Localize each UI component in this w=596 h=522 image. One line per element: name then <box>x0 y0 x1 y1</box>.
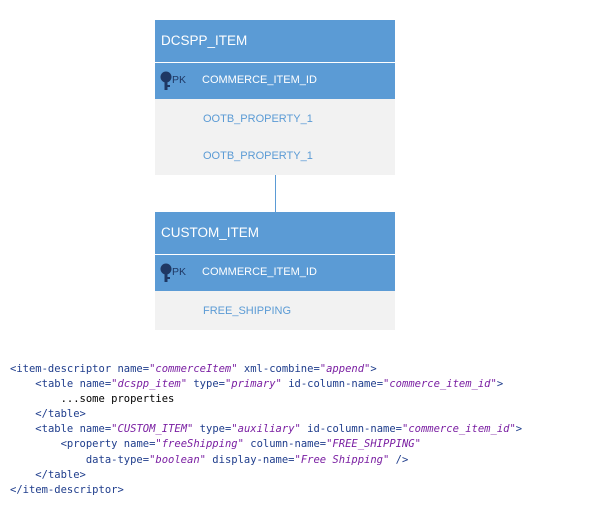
code-line: </table> <box>35 468 86 481</box>
entity-header: CUSTOM_ITEM <box>155 212 395 255</box>
relationship-connector <box>275 175 276 212</box>
entity-dcspp-item: DCSPP_ITEM PK COMMERCE_ITEM_ID OOTB_PROP… <box>155 20 395 175</box>
key-icon <box>160 263 172 282</box>
code-line: ...some properties <box>60 393 175 406</box>
code-line: <table name="dcspp_item" type="primary" … <box>35 378 504 391</box>
code-line: <property name="freeShipping" column-nam… <box>60 438 421 451</box>
code-line: </item-descriptor> <box>10 483 124 496</box>
primary-key-row: PK COMMERCE_ITEM_ID <box>155 255 395 291</box>
key-icon <box>160 71 172 90</box>
field-row: FREE_SHIPPING <box>155 291 395 330</box>
pk-field-name: COMMERCE_ITEM_ID <box>202 266 317 278</box>
pk-field-name: COMMERCE_ITEM_ID <box>202 74 317 86</box>
xml-code-block: <item-descriptor name="commerceItem" xml… <box>10 362 522 498</box>
field-row: OOTB_PROPERTY_1 <box>155 138 395 175</box>
field-row: OOTB_PROPERTY_1 <box>155 99 395 138</box>
code-line: <table name="CUSTOM_ITEM" type="auxiliar… <box>35 423 523 436</box>
entity-custom-item: CUSTOM_ITEM PK COMMERCE_ITEM_ID FREE_SHI… <box>155 212 395 330</box>
code-line: data-type="boolean" display-name="Free S… <box>85 453 409 466</box>
pk-label: PK <box>172 74 187 86</box>
pk-label: PK <box>172 266 187 278</box>
primary-key-row: PK COMMERCE_ITEM_ID <box>155 63 395 99</box>
entity-header: DCSPP_ITEM <box>155 20 395 63</box>
code-line: <item-descriptor name="commerceItem" xml… <box>10 363 377 375</box>
code-line: </table> <box>35 408 86 421</box>
